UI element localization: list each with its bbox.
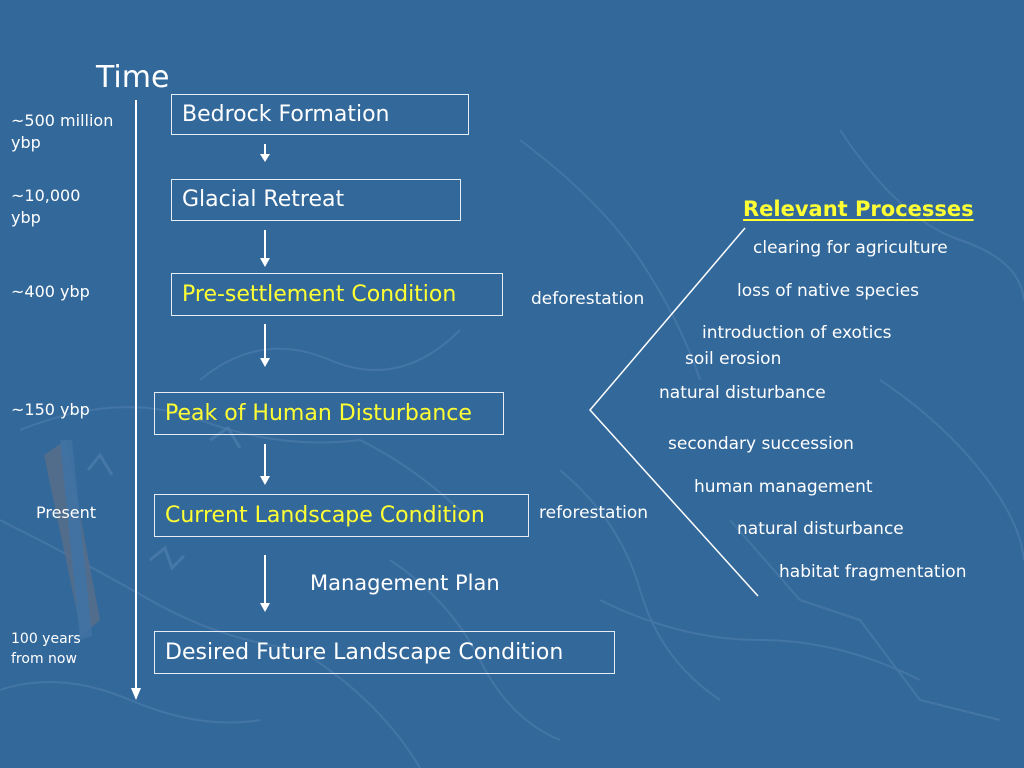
process-item: habitat fragmentation (779, 562, 967, 582)
time-label-line: ybp (11, 208, 41, 227)
time-label-500-million: ~500 million ybp (11, 110, 113, 154)
label-deforestation: deforestation (531, 289, 645, 309)
stage-current-landscape: Current Landscape Condition (154, 494, 529, 537)
time-label-present: Present (36, 502, 96, 524)
process-item: clearing for agriculture (753, 238, 948, 258)
time-label-line: ~10,000 (11, 186, 81, 205)
process-item: natural disturbance (659, 383, 826, 403)
process-item: human management (694, 477, 873, 497)
time-label-100-years: 100 years from now (11, 629, 81, 669)
stage-desired-future: Desired Future Landscape Condition (154, 631, 615, 674)
stage-bedrock-formation: Bedrock Formation (171, 94, 469, 135)
process-item: soil erosion (685, 349, 782, 369)
relevant-processes-heading: Relevant Processes (743, 197, 974, 221)
time-label-10000: ~10,000 ybp (11, 185, 80, 229)
process-item: natural disturbance (737, 519, 904, 539)
process-item: introduction of exotics (702, 323, 892, 343)
process-bracket (589, 227, 759, 597)
process-item: secondary succession (668, 434, 854, 454)
time-label-line: from now (11, 651, 77, 667)
time-label-line: ~500 million (11, 111, 114, 130)
time-label-line: 100 years (11, 631, 81, 647)
stage-glacial-retreat: Glacial Retreat (171, 179, 461, 221)
flow-arrow-5 (260, 555, 270, 612)
time-heading: Time (96, 60, 170, 95)
time-label-150: ~150 ybp (11, 399, 90, 421)
flow-arrow-1 (260, 144, 270, 162)
stage-peak-human-disturbance: Peak of Human Disturbance (154, 392, 504, 435)
time-label-line: ~150 ybp (11, 400, 90, 419)
time-label-line: ~400 ybp (11, 282, 90, 301)
label-management-plan: Management Plan (310, 571, 500, 595)
time-label-400: ~400 ybp (11, 281, 90, 303)
timeline-arrow (131, 100, 141, 700)
label-reforestation: reforestation (539, 503, 649, 523)
flow-arrow-4 (260, 444, 270, 485)
flow-arrow-2 (260, 230, 270, 267)
stage-pre-settlement: Pre-settlement Condition (171, 273, 503, 316)
time-label-line: Present (36, 503, 97, 522)
process-item: loss of native species (737, 281, 920, 301)
time-label-line: ybp (11, 133, 41, 152)
flow-arrow-3 (260, 324, 270, 367)
